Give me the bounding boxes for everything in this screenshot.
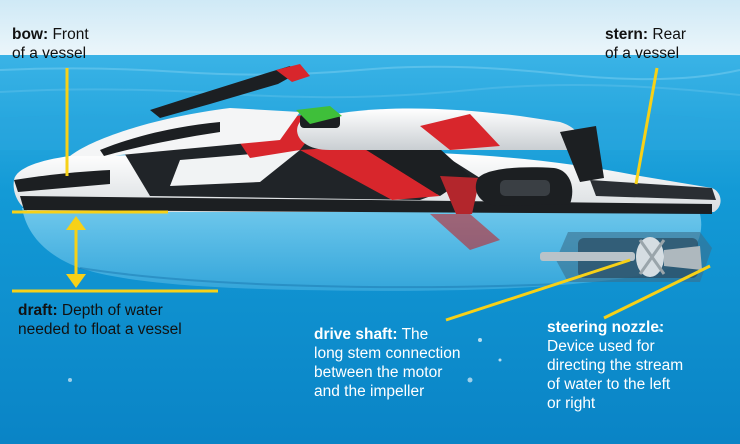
draft-term: draft: xyxy=(18,302,58,319)
steering-nozzle-definition-line2: directing the stream xyxy=(547,357,683,374)
bow-definition-line1: Front xyxy=(52,26,88,43)
bubble xyxy=(68,378,72,382)
nozzle-cone xyxy=(664,246,702,270)
draft-definition-line1: Depth of water xyxy=(62,302,163,319)
grab-handle-opening xyxy=(500,180,550,196)
steering-nozzle-definition-line3: of water to the left xyxy=(547,376,670,393)
stern-label: stern: Rear of a vessel xyxy=(605,25,686,63)
steering-nozzle-term: steering nozzle: xyxy=(547,319,664,336)
drive-shaft-definition-line2: long stem connection xyxy=(314,345,460,362)
drive-shaft-definition-line1: The xyxy=(402,326,429,343)
drive-shaft xyxy=(540,252,635,261)
drive-shaft-label: drive shaft: The long stem connection be… xyxy=(314,325,460,401)
bubble xyxy=(478,338,482,342)
stern-definition-line2: of a vessel xyxy=(605,45,679,62)
draft-definition-line2: needed to float a vessel xyxy=(18,321,182,338)
draft-label: draft: Depth of water needed to float a … xyxy=(18,301,182,339)
drive-shaft-definition-line4: and the impeller xyxy=(314,383,424,400)
drive-shaft-term: drive shaft: xyxy=(314,326,398,343)
impeller xyxy=(636,237,664,277)
stern-definition-line1: Rear xyxy=(652,26,686,43)
bubble xyxy=(499,359,502,362)
steering-nozzle-definition-line1: Device used for xyxy=(547,338,655,355)
bow-term: bow: xyxy=(12,26,48,43)
drive-shaft-definition-line3: between the motor xyxy=(314,364,442,381)
stern-term: stern: xyxy=(605,26,648,43)
steering-nozzle-label: steering nozzle: Device used for directi… xyxy=(547,318,683,413)
steering-nozzle-definition-line4: or right xyxy=(547,395,595,412)
bow-label: bow: Front of a vessel xyxy=(12,25,89,63)
bubble xyxy=(468,378,473,383)
bow-definition-line2: of a vessel xyxy=(12,45,86,62)
